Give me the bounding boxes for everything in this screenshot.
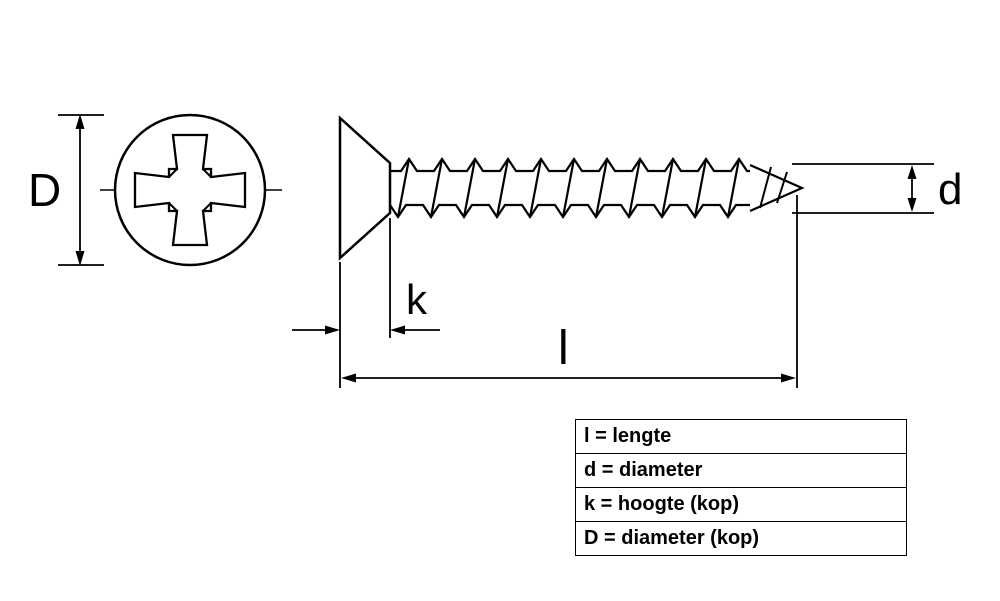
legend-row: l = lengte: [575, 419, 907, 454]
arrowhead-up-icon: [75, 114, 85, 129]
screw-tip-cone: [749, 163, 805, 213]
phillips-corner-chamfers: [168, 168, 212, 212]
legend-row-diameter: d = diameter: [575, 453, 907, 488]
dim-label-head-diameter: D: [28, 164, 61, 216]
dimension-k-group: k: [292, 218, 440, 388]
dimension-D-group: D: [28, 114, 104, 266]
legend-row: d = diameter: [575, 453, 907, 488]
arrowhead-left-icon: [390, 325, 405, 335]
arrowhead-left-icon: [341, 373, 356, 383]
legend-row-head-height: k = hoogte (kop): [575, 487, 907, 522]
legend-row-length: l = lengte: [575, 419, 907, 454]
dimension-d-group: d: [792, 163, 962, 214]
thread-flank-lines: [396, 158, 741, 218]
dim-label-length: l: [558, 322, 569, 375]
arrowhead-right-icon: [781, 373, 796, 383]
dimension-l-group: l: [341, 195, 798, 388]
arrowhead-down-icon: [75, 251, 85, 266]
screw-thread: [389, 157, 752, 219]
thread-bottom-edge: [389, 203, 752, 219]
screw-tip-thread-lines: [759, 166, 788, 209]
arrowhead-up-icon: [907, 165, 917, 179]
screw-side-view: [338, 115, 805, 261]
dim-label-shank-diameter: d: [938, 165, 962, 214]
screw-top-view: [100, 113, 282, 267]
legend-row-head-diameter: D = diameter (kop): [575, 521, 907, 556]
legend-table: l = lengte d = diameter k = hoogte (kop)…: [575, 419, 907, 556]
phillips-recess-icon: [133, 133, 247, 247]
legend-row: D = diameter (kop): [575, 521, 907, 556]
countersunk-head-profile: [338, 115, 392, 261]
dim-label-head-height: k: [406, 276, 428, 323]
legend-row: k = hoogte (kop): [575, 487, 907, 522]
arrowhead-down-icon: [907, 198, 917, 212]
arrowhead-right-icon: [325, 325, 340, 335]
